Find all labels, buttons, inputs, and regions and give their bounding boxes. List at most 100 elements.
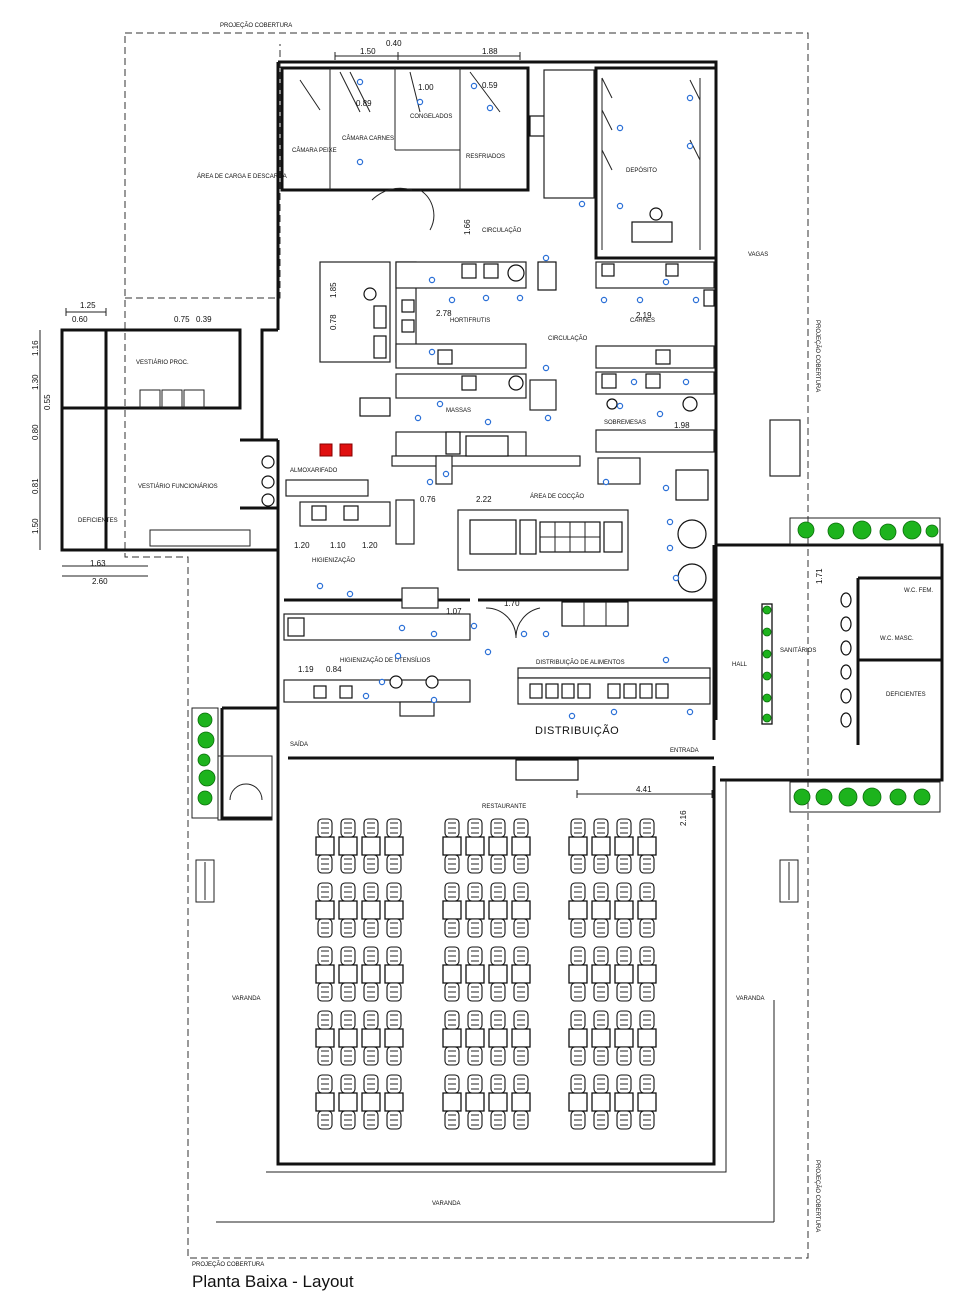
light-fixture <box>542 364 550 372</box>
dining-chair <box>444 882 460 902</box>
roof-projection-label-right-upper: PROJEÇÃO COBERTURA <box>814 320 821 392</box>
dining-chair <box>513 1110 529 1130</box>
light-fixture <box>416 98 424 106</box>
dining-chair <box>593 1046 609 1066</box>
planter-left <box>197 712 216 806</box>
dimension-1-98: 1.98 <box>674 421 690 430</box>
light-fixture <box>610 708 618 716</box>
dimension-0-78: 0.78 <box>329 314 338 330</box>
dining-table <box>591 964 611 984</box>
light-fixture <box>686 94 694 102</box>
dining-chair <box>616 982 632 1002</box>
dimension-1-63: 1.63 <box>90 559 106 568</box>
light-fixture <box>484 648 492 656</box>
dining-table <box>488 1092 508 1112</box>
dining-chair <box>639 1046 655 1066</box>
dining-chair <box>444 946 460 966</box>
light-fixture <box>428 276 436 284</box>
dining-table <box>591 900 611 920</box>
dimension-2-16: 2.16 <box>679 810 688 826</box>
dining-chair <box>593 818 609 838</box>
dining-table <box>465 836 485 856</box>
dining-chair <box>317 1074 333 1094</box>
dimension-1-20b: 1.20 <box>362 541 378 550</box>
dining-table <box>591 1028 611 1048</box>
dimension-1-50: 1.50 <box>360 47 376 56</box>
dimension-1-25: 1.25 <box>80 301 96 310</box>
dining-table <box>315 964 335 984</box>
light-fixture <box>398 624 406 632</box>
dining-chair <box>593 982 609 1002</box>
storeroom-deposito <box>594 66 718 260</box>
dining-chair <box>363 1074 379 1094</box>
room-label-distribuicao-alimentos: DISTRIBUIÇÃO DE ALIMENTOS <box>536 659 625 666</box>
dining-table <box>338 964 358 984</box>
room-label-deficientes-right: DEFICIENTES <box>886 692 926 698</box>
light-fixture <box>616 202 624 210</box>
dining-chair <box>593 1010 609 1030</box>
dining-chair <box>593 918 609 938</box>
dining-chair <box>513 1010 529 1030</box>
dining-table <box>511 900 531 920</box>
dining-chair <box>639 818 655 838</box>
dimension-1-50b: 1.50 <box>31 518 40 534</box>
dining-chair <box>444 854 460 874</box>
dining-chair <box>570 1010 586 1030</box>
dining-table <box>384 900 404 920</box>
dining-table <box>511 964 531 984</box>
dining-chair <box>570 918 586 938</box>
dining-chair <box>639 918 655 938</box>
light-fixture <box>692 296 700 304</box>
room-label-circulacao-mid: CIRCULAÇÃO <box>548 335 588 342</box>
dining-chair <box>593 1074 609 1094</box>
room-label-deficientes-left: DEFICIENTES <box>78 518 118 524</box>
dimension-0-59: 0.59 <box>482 81 498 90</box>
light-fixture <box>600 296 608 304</box>
dining-table <box>384 1092 404 1112</box>
dining-chair <box>386 1046 402 1066</box>
light-fixture <box>430 696 438 704</box>
light-fixture <box>616 402 624 410</box>
dining-table <box>465 900 485 920</box>
dining-chair <box>616 918 632 938</box>
dining-table <box>338 900 358 920</box>
dimension-1-30: 1.30 <box>31 374 40 390</box>
label-vagas: VAGAS <box>748 252 768 258</box>
room-label-sanitarios: SANITÁRIOS <box>780 647 816 654</box>
room-label-hall: HALL <box>732 662 748 668</box>
roof-projection-label-bottom: PROJEÇÃO COBERTURA <box>192 1261 264 1268</box>
cold-storage-block <box>280 66 530 192</box>
dining-table <box>568 836 588 856</box>
light-fixture <box>630 378 638 386</box>
dining-chair <box>340 946 356 966</box>
dining-table <box>568 900 588 920</box>
dining-table <box>315 1092 335 1112</box>
dining-chair <box>363 882 379 902</box>
dimension-2-19: 2.19 <box>636 311 652 320</box>
light-fixture <box>442 470 450 478</box>
room-label-camara-carnes: CÂMARA CARNES <box>342 135 394 142</box>
dining-chair <box>363 854 379 874</box>
dining-table <box>361 836 381 856</box>
dining-chair <box>363 918 379 938</box>
dining-table <box>384 836 404 856</box>
dining-table <box>442 1028 462 1048</box>
roof-projection-outline <box>124 32 809 1259</box>
dimension-1-71: 1.71 <box>815 568 824 584</box>
dining-table <box>442 836 462 856</box>
dining-chair <box>513 882 529 902</box>
dining-table <box>614 964 634 984</box>
dining-chair <box>340 818 356 838</box>
dining-table <box>384 1028 404 1048</box>
dining-table <box>614 836 634 856</box>
dining-chair <box>593 882 609 902</box>
dining-table <box>488 900 508 920</box>
room-label-vestiario-func: VESTIÁRIO FUNCIONÁRIOS <box>138 483 218 490</box>
dining-chair <box>340 1010 356 1030</box>
dining-chair <box>467 918 483 938</box>
dining-table <box>637 900 657 920</box>
light-fixture <box>414 414 422 422</box>
dining-chair <box>616 1046 632 1066</box>
dining-table <box>614 1092 634 1112</box>
